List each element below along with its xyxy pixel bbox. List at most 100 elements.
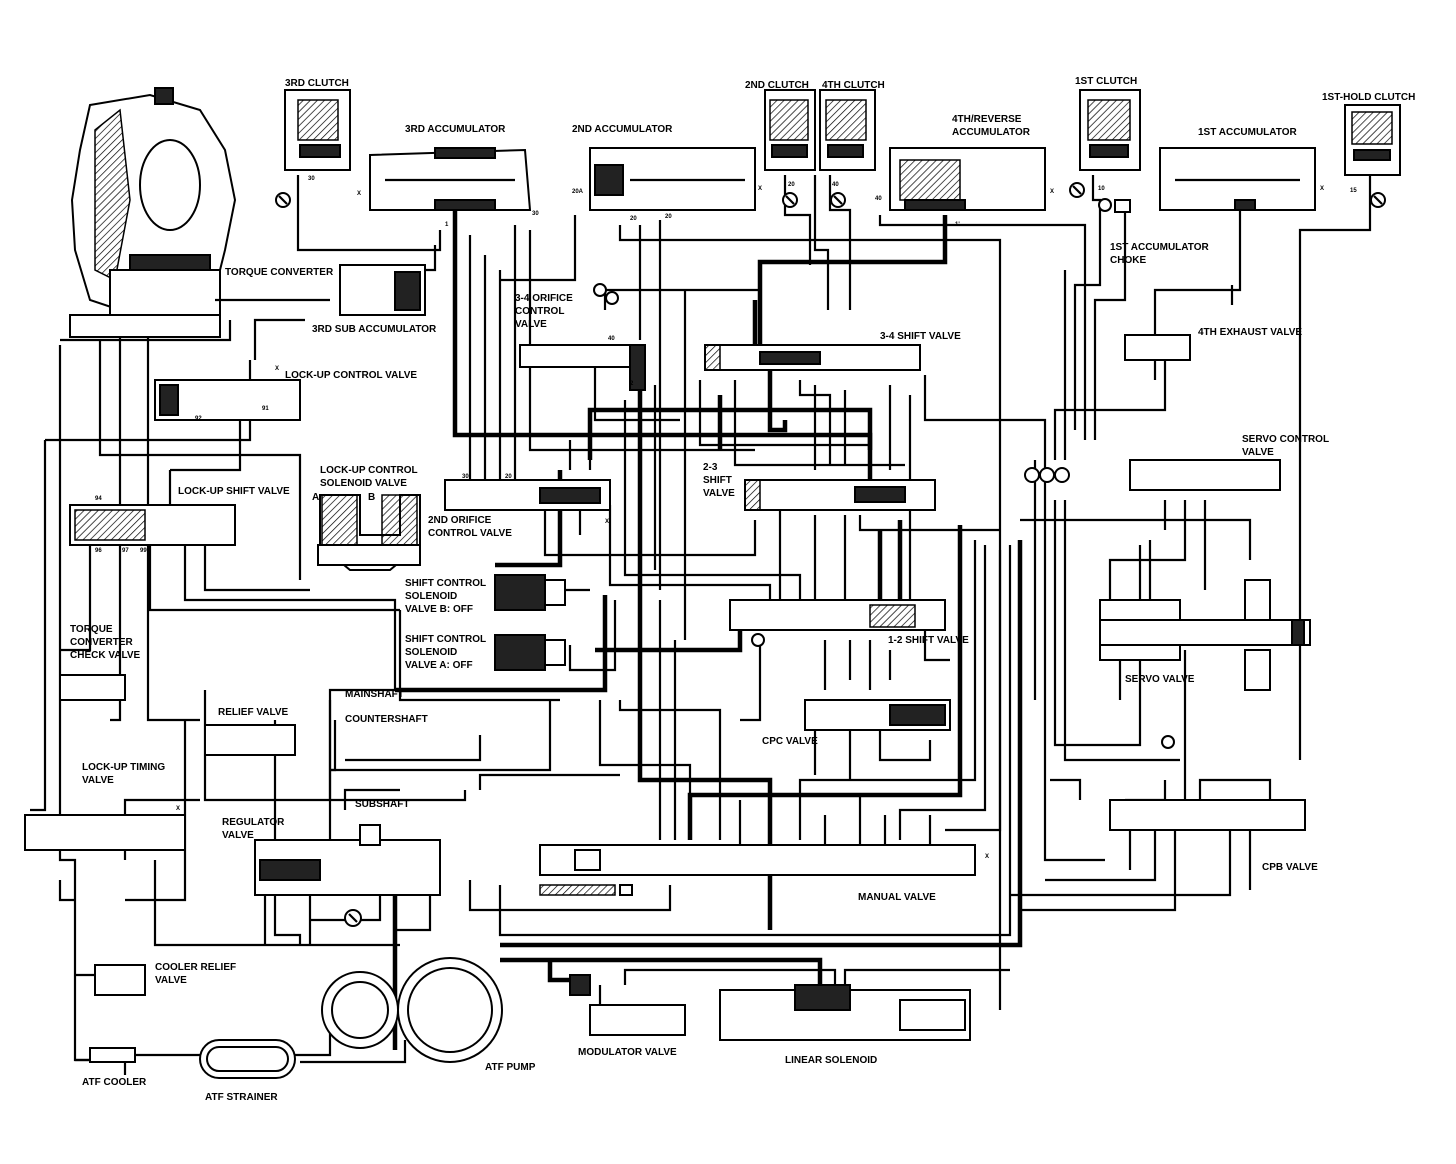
- label-exhaust-valve-4th: 4TH EXHAUST VALVE: [1198, 327, 1302, 338]
- port-number: X: [176, 806, 180, 812]
- label-clutch-2nd: 2ND CLUTCH: [745, 80, 809, 91]
- port-number: 96: [95, 548, 102, 554]
- label-atf-cooler: ATF COOLER: [82, 1077, 147, 1088]
- linear-solenoid: [719, 984, 971, 1041]
- label-accumulator-1st-choke-1: 1ST ACCUMULATOR: [1110, 242, 1209, 253]
- label-atf-pump: ATF PUMP: [485, 1062, 536, 1073]
- atf-cooler: [89, 1047, 136, 1063]
- label-tc-check-2: CONVERTER: [70, 637, 134, 648]
- label-shift-solenoid-b-3: VALVE B: OFF: [405, 604, 473, 615]
- label-shift-solenoid-a-3: VALVE A: OFF: [405, 660, 473, 671]
- port-number: X: [275, 366, 279, 372]
- torque-converter: [69, 87, 330, 338]
- component-labels: TORQUE CONVERTER 3RD CLUTCH 2ND CLUTCH 4…: [70, 76, 1415, 1103]
- shift-valve-23: [744, 479, 936, 511]
- port-number: 40: [875, 196, 882, 202]
- accumulator-3rd: [369, 147, 532, 211]
- shift-solenoid-b: [494, 574, 566, 611]
- label-lockup-timing-2: VALVE: [82, 775, 114, 786]
- clutch-1st: [1079, 89, 1141, 171]
- exhaust-valve-4th: [1124, 334, 1191, 361]
- hydraulic-lines: [30, 175, 1372, 1075]
- label-shift-valve-12: 1-2 SHIFT VALVE: [888, 635, 969, 646]
- pressure-gauges: [275, 182, 1386, 927]
- shift-valve-34: [704, 344, 921, 371]
- port-number: X: [758, 186, 762, 192]
- shift-solenoid-a: [494, 634, 566, 671]
- orifice-2nd-control-valve: [444, 479, 611, 511]
- port-number: 40: [608, 336, 615, 342]
- label-accumulator-1st-choke-2: CHOKE: [1110, 255, 1146, 266]
- cpb-valve: [1109, 735, 1306, 831]
- label-shift-valve-23-1: 2-3: [703, 462, 718, 473]
- port-number: 1: [445, 222, 449, 228]
- port-number: X: [1320, 186, 1324, 192]
- label-lockup-solenoid-2: SOLENOID VALVE: [320, 478, 407, 489]
- label-tc-check-1: TORQUE: [70, 624, 113, 635]
- clutch-3rd: [284, 89, 351, 171]
- cpc-valve: [804, 699, 951, 731]
- label-servo-control-1: SERVO CONTROL: [1242, 434, 1329, 445]
- port-number: 97: [122, 548, 129, 554]
- port-number: 40: [832, 182, 839, 188]
- regulator-valve: [254, 824, 441, 896]
- port-number: 20: [630, 216, 637, 222]
- port-number: 94: [95, 496, 102, 502]
- label-regulator-1: REGULATOR: [222, 817, 285, 828]
- label-clutch-1st-hold: 1ST-HOLD CLUTCH: [1322, 92, 1415, 103]
- port-number: 15: [1350, 188, 1357, 194]
- label-orifice-34-2: CONTROL: [515, 306, 564, 317]
- label-shift-solenoid-b-1: SHIFT CONTROL: [405, 578, 486, 589]
- port-numbers: 30 20 20 40 40 10 15 30 20A 40 1 2 20 1'…: [95, 176, 1357, 860]
- label-subshaft: SUBSHAFT: [355, 799, 409, 810]
- label-clutch-4th: 4TH CLUTCH: [822, 80, 885, 91]
- sub-accumulator-3rd: [339, 264, 426, 316]
- label-orifice-2nd-2: CONTROL VALVE: [428, 528, 512, 539]
- label-orifice-34-3: VALVE: [515, 319, 547, 330]
- orifice-34-control-valve: [519, 283, 646, 391]
- label-accumulator-4th-reverse-2: ACCUMULATOR: [952, 127, 1031, 138]
- label-atf-strainer: ATF STRAINER: [205, 1092, 278, 1103]
- port-number: X: [1050, 189, 1054, 195]
- label-servo-valve: SERVO VALVE: [1125, 674, 1195, 685]
- label-solenoid-b: B: [368, 492, 375, 503]
- port-number: 20A: [572, 189, 584, 195]
- port-number: 20: [788, 182, 795, 188]
- label-lockup-control-valve: LOCK-UP CONTROL VALVE: [285, 370, 417, 381]
- label-solenoid-a: A: [312, 492, 319, 503]
- label-countershaft: COUNTERSHAFT: [345, 714, 428, 725]
- port-number: 92: [195, 416, 202, 422]
- servo-control-valve: [1024, 459, 1281, 491]
- label-cpc-valve: CPC VALVE: [762, 736, 818, 747]
- lockup-solenoid-valve: [317, 494, 421, 571]
- relief-valve: [204, 724, 296, 756]
- torque-converter-check-valve: [59, 674, 126, 701]
- atf-pump: [321, 957, 503, 1063]
- label-shift-valve-23-3: VALVE: [703, 488, 735, 499]
- label-accumulator-3rd: 3RD ACCUMULATOR: [405, 124, 506, 135]
- label-lockup-solenoid-1: LOCK-UP CONTROL: [320, 465, 418, 476]
- accumulator-2nd: [589, 147, 756, 211]
- lockup-timing-valve: [24, 814, 186, 851]
- label-orifice-34-1: 3-4 ORIFICE: [515, 293, 573, 304]
- port-number: X: [357, 191, 361, 197]
- label-shift-valve-34: 3-4 SHIFT VALVE: [880, 331, 961, 342]
- label-cpb-valve: CPB VALVE: [1262, 862, 1318, 873]
- port-number: 99: [140, 548, 147, 554]
- label-lockup-shift-valve: LOCK-UP SHIFT VALVE: [178, 486, 290, 497]
- label-mainshaft: MAINSHAFT: [345, 689, 404, 700]
- label-cooler-relief-2: VALVE: [155, 975, 187, 986]
- lockup-control-valve: [154, 379, 301, 421]
- label-accumulator-2nd: 2ND ACCUMULATOR: [572, 124, 673, 135]
- lockup-shift-valve: [69, 504, 236, 546]
- accumulator-1st: [1159, 147, 1316, 211]
- label-orifice-2nd-1: 2ND ORIFICE: [428, 515, 492, 526]
- label-modulator-valve: MODULATOR VALVE: [578, 1047, 677, 1058]
- atf-strainer: [199, 1039, 296, 1079]
- port-number: 20: [505, 474, 512, 480]
- modulator-valve: [569, 974, 686, 1036]
- label-clutch-3rd: 3RD CLUTCH: [285, 78, 349, 89]
- clutch-1st-hold: [1344, 104, 1401, 176]
- label-tc-check-3: CHECK VALVE: [70, 650, 141, 661]
